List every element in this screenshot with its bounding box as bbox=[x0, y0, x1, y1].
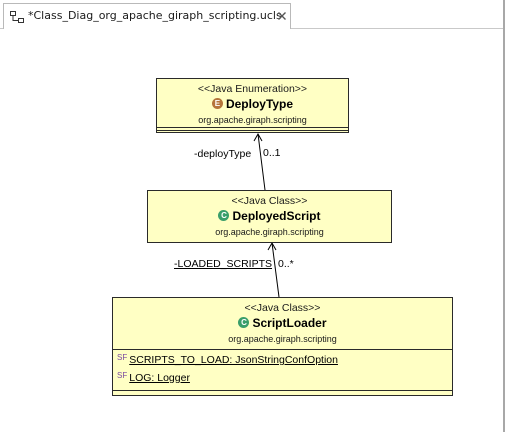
compartment-separator bbox=[157, 130, 348, 131]
editor-tab-bar: *Class_Diag_org_apache_giraph_scripting.… bbox=[0, 0, 505, 29]
class-icon: C bbox=[218, 210, 230, 222]
class-icon: C bbox=[238, 317, 250, 329]
role-label-loaded-scripts[interactable]: -LOADED_SCRIPTS bbox=[174, 258, 273, 270]
association-line-loaded-scripts bbox=[271, 242, 280, 298]
enum-icon: E bbox=[211, 98, 223, 110]
compartment-separator bbox=[157, 127, 348, 128]
close-icon[interactable] bbox=[276, 10, 288, 22]
editor-right-border bbox=[503, 0, 505, 432]
package-label: org.apache.giraph.scripting bbox=[228, 334, 337, 344]
stereotype-label: <<Java Class>> bbox=[231, 195, 308, 207]
multiplicity-label-loaded-scripts[interactable]: 0..* bbox=[278, 258, 294, 270]
class-name-text: DeployedScript bbox=[232, 209, 321, 223]
compartment-separator bbox=[113, 390, 452, 391]
compartment-separator bbox=[113, 349, 452, 350]
static-final-icon: SF bbox=[117, 353, 128, 362]
arrowhead-deploytype bbox=[253, 132, 263, 142]
class-name-text: DeployType bbox=[225, 97, 294, 111]
static-final-icon: SF bbox=[117, 371, 128, 380]
tab-title: *Class_Diag_org_apache_giraph_scripting.… bbox=[28, 9, 282, 22]
package-label: org.apache.giraph.scripting bbox=[198, 115, 307, 125]
class-diagram-icon bbox=[10, 11, 24, 23]
package-label: org.apache.giraph.scripting bbox=[215, 227, 324, 237]
stereotype-label: <<Java Class>> bbox=[244, 302, 321, 314]
class-name-text: ScriptLoader bbox=[252, 316, 327, 330]
attribute-text: LOG: Logger bbox=[129, 372, 190, 384]
attribute-text: SCRIPTS_TO_LOAD: JsonStringConfOption bbox=[129, 354, 338, 366]
role-label-deploytype[interactable]: -deployType bbox=[194, 148, 252, 160]
association-line-deploytype bbox=[257, 133, 266, 191]
editor-tab[interactable]: *Class_Diag_org_apache_giraph_scripting.… bbox=[3, 3, 291, 29]
stereotype-label: <<Java Enumeration>> bbox=[197, 83, 308, 95]
multiplicity-label-deploytype[interactable]: 0..1 bbox=[263, 147, 281, 159]
arrowhead-loaded-scripts bbox=[267, 241, 277, 251]
